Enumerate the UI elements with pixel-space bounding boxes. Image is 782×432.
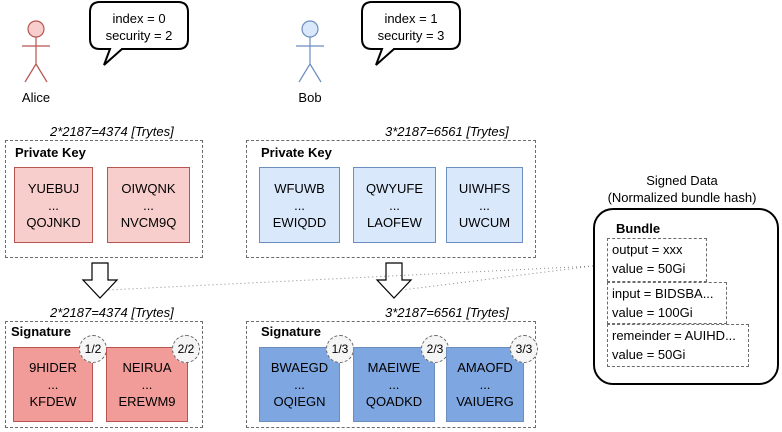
alice-sig-size: 2*2187=4374 [Trytes]	[50, 305, 174, 320]
key-top: WFUWB	[274, 180, 325, 196]
bob-private-key-group	[246, 140, 536, 258]
bundle-link-to-bob	[401, 265, 594, 291]
bob-pk-title: Private Key	[261, 145, 332, 160]
signed-data-subtitle: (Normalized bundle hash)	[607, 190, 757, 205]
key-ellipsis: ...	[141, 377, 153, 392]
bob-sig-badge-2: 2/3	[421, 335, 449, 363]
alice-sig-badge-2: 2/2	[172, 335, 200, 363]
bob-sig-title: Signature	[261, 324, 321, 339]
alice-pk-title: Private Key	[15, 145, 86, 160]
key-top: NEIRUA	[122, 360, 172, 375]
bob-sig-size: 3*2187=6561 [Trytes]	[385, 305, 509, 320]
signed-data-caption: Signed Data (Normalized bundle hash)	[594, 172, 770, 206]
key-ellipsis: ...	[47, 377, 59, 392]
bundle-row-line1: output = xxx	[612, 242, 683, 257]
alice-figure-icon	[22, 20, 50, 83]
alice-signature-group	[5, 321, 203, 428]
bob-sig-badge-3: 3/3	[510, 335, 538, 363]
key-ellipsis: ...	[143, 197, 154, 213]
bundle-title: Bundle	[616, 221, 661, 236]
bob-sig-badge-1: 1/3	[326, 335, 354, 363]
alice-down-arrow-icon	[81, 262, 119, 299]
alice-bubble-text: index = 0 security = 2	[90, 10, 188, 44]
bob-sig-key-3: AMAOFD ... VAIUERG	[446, 347, 524, 422]
alice-security: security = 2	[105, 28, 173, 43]
key-ellipsis: ...	[294, 197, 305, 213]
alice-sig-key-2: NEIRUA ... EREWM9	[106, 347, 188, 422]
key-bottom: LAOFEW	[367, 214, 422, 230]
key-bottom: QOADKD	[365, 394, 423, 409]
key-bottom: EWIQDD	[272, 214, 327, 230]
key-ellipsis: ...	[388, 377, 400, 392]
bob-name: Bob	[298, 90, 322, 105]
key-top: AMAOFD	[457, 360, 513, 375]
bundle-row-line1: remeinder = AUIHD...	[612, 328, 736, 343]
alice-sig-title: Signature	[11, 324, 71, 339]
bob-pk-key-2: QWYUFE ... LAOFEW	[353, 167, 436, 243]
key-bottom: NVCM9Q	[120, 214, 177, 230]
key-bottom: VAIUERG	[456, 394, 514, 409]
alice-pk-key-2: OIWQNK ... NVCM9Q	[107, 167, 190, 243]
alice-sig-key-1: 9HIDER ... KFDEW	[13, 347, 93, 422]
key-top: MAEIWE	[367, 360, 421, 375]
key-bottom: OQIEGN	[273, 394, 326, 409]
bob-figure-icon	[296, 20, 324, 83]
bob-speech-bubble	[361, 1, 461, 66]
bundle-link-to-alice	[107, 265, 594, 291]
key-ellipsis: ...	[479, 377, 491, 392]
alice-pk-key-1: YUEBUJ ... QOJNKD	[14, 167, 93, 243]
key-bottom: EREWM9	[118, 394, 176, 409]
bundle-row-line1: input = BIDSBA...	[612, 286, 714, 301]
signed-data-title: Signed Data	[646, 173, 718, 188]
alice-name: Alice	[21, 90, 51, 105]
bob-down-arrow-icon	[375, 262, 413, 299]
bob-pk-key-3: UIWHFS ... UWCUM	[446, 167, 523, 243]
bob-security: security = 3	[377, 28, 445, 43]
bundle-row-line2: value = 50Gi	[612, 347, 686, 362]
bundle-row-remainder: remeinder = AUIHD... value = 50Gi	[607, 324, 749, 367]
key-top: BWAEGD	[270, 360, 329, 375]
bob-sig-key-1: BWAEGD ... OQIEGN	[259, 347, 340, 422]
key-top: QWYUFE	[365, 180, 424, 196]
key-ellipsis: ...	[479, 197, 490, 213]
alice-index: index = 0	[112, 11, 166, 26]
key-ellipsis: ...	[48, 197, 59, 213]
alice-sig-badge-1: 1/2	[79, 335, 107, 363]
bundle-row-line2: value = 100Gi	[612, 305, 693, 320]
alice-speech-bubble	[89, 1, 189, 66]
key-top: YUEBUJ	[27, 180, 80, 196]
bob-pk-size: 3*2187=6561 [Trytes]	[385, 124, 509, 139]
alice-pk-size: 2*2187=4374 [Trytes]	[50, 124, 174, 139]
bob-sig-key-2: MAEIWE ... QOADKD	[353, 347, 435, 422]
key-ellipsis: ...	[389, 197, 400, 213]
bob-bubble-text: index = 1 security = 3	[362, 10, 460, 44]
bob-pk-key-1: WFUWB ... EWIQDD	[259, 167, 340, 243]
key-bottom: QOJNKD	[26, 214, 81, 230]
bundle-row-input: input = BIDSBA... value = 100Gi	[607, 282, 727, 324]
key-top: OIWQNK	[121, 180, 176, 196]
key-ellipsis: ...	[294, 377, 305, 392]
bob-signature-group	[246, 321, 536, 428]
key-bottom: UWCUM	[458, 214, 511, 230]
bundle-row-output: output = xxx value = 50Gi	[607, 238, 707, 282]
key-bottom: KFDEW	[29, 394, 77, 409]
key-top: UIWHFS	[458, 180, 511, 196]
alice-private-key-group	[5, 140, 203, 258]
bundle-row-line2: value = 50Gi	[612, 261, 686, 276]
key-top: 9HIDER	[29, 360, 77, 375]
bob-index: index = 1	[384, 11, 438, 26]
